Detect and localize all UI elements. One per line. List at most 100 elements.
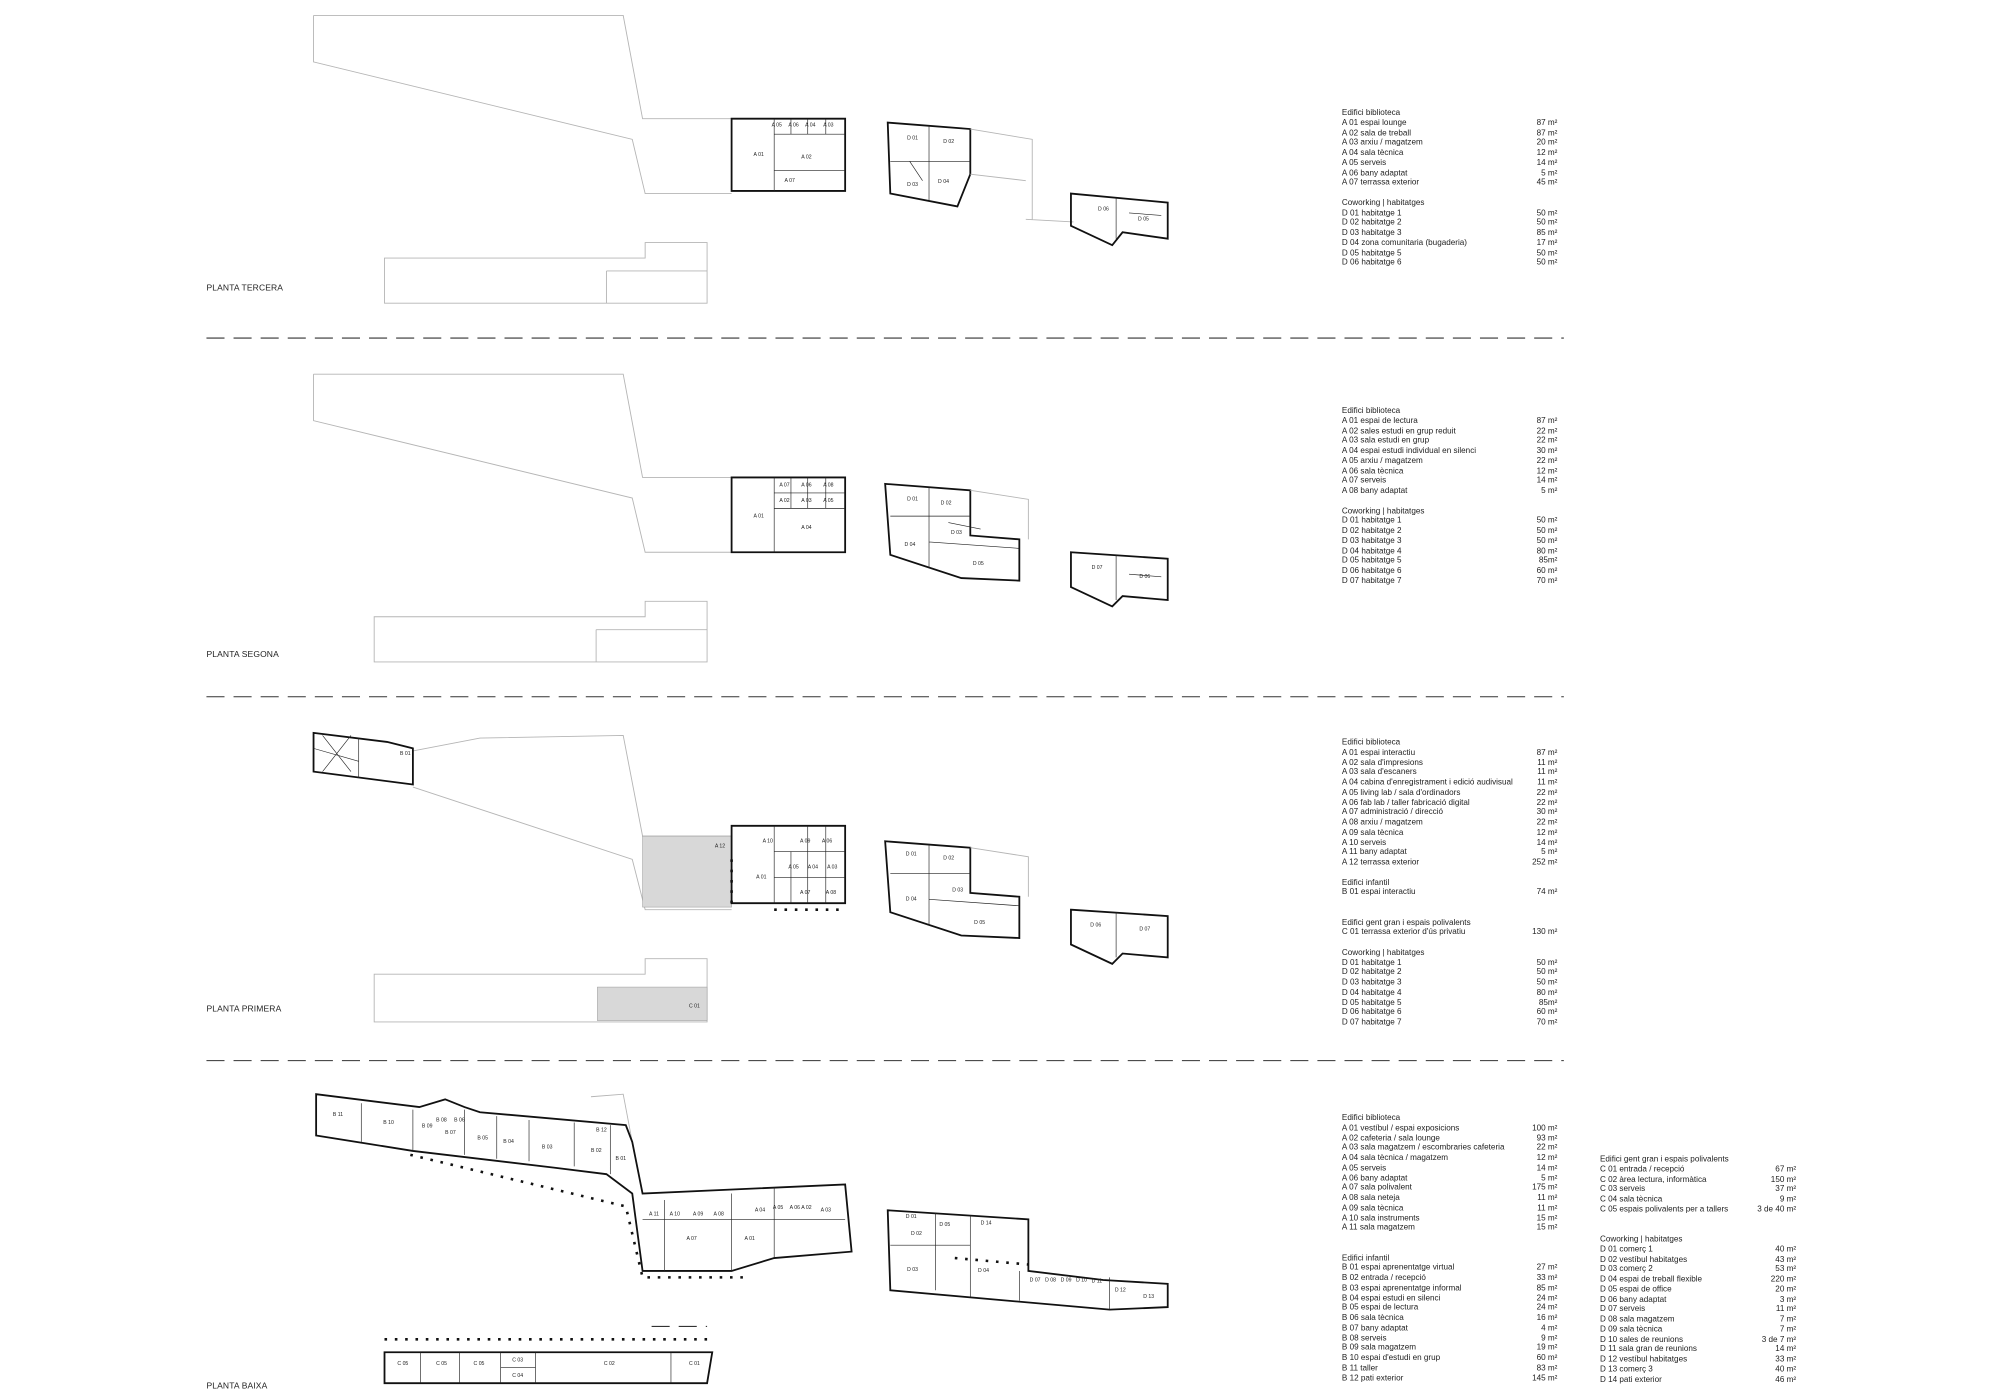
room-label: B 06 [454,1117,465,1123]
room-label: D 12 [1115,1288,1126,1294]
room-area: 50 m² [1536,258,1558,268]
room-label: D 01 [906,851,917,857]
room-label: A 08 [823,482,833,488]
room-area: 15 m² [1536,1223,1558,1233]
room-label: D 14 [981,1220,992,1226]
room-name: D 05 habitatge 5 [1341,556,1402,566]
room-area: 85 m² [1536,228,1558,238]
room-area: 24 m² [1536,1303,1558,1313]
room-name: A 05 serveis [1341,1163,1387,1173]
legend-group-heading: Edifici biblioteca [1341,738,1401,748]
legend-row: A 04 cabina d'enregistrament i edició au… [1342,778,1557,788]
room-area: 17 m² [1536,238,1558,248]
room-label: D 02 [943,139,954,145]
room-area: 22 m² [1536,818,1558,828]
room-area: 67 m² [1775,1164,1797,1174]
legend-row: A 08 arxiu / magatzem 22 m² [1342,818,1557,828]
room-name: A 04 sala tècnica [1341,148,1404,158]
plan-primera [312,731,1169,1023]
room-name: D 07 serveis [1599,1304,1646,1314]
room-name: A 03 sala d'escaners [1341,768,1417,778]
room-label: D 07 [1092,565,1103,571]
room-label: D 02 [941,501,952,507]
room-area: 22 m² [1536,426,1558,436]
legend-row: A 05 serveis 14 m² [1342,158,1557,168]
room-name: B 09 sala magatzem [1341,1343,1416,1353]
room-label: A 10 [763,839,773,845]
room-name: A 07 terrassa exterior [1341,178,1420,188]
room-name: D 03 habitatge 3 [1341,536,1402,546]
legend-row: B 05 espai de lectura 24 m² [1342,1304,1557,1314]
room-label: A 11 [649,1211,659,1217]
room-area: 3 m² [1779,1294,1797,1304]
room-label: A 06 [788,122,798,128]
room-label: A 07 [800,890,810,896]
room-name: D 04 espai de treball flexible [1599,1274,1703,1284]
room-area: 50 m² [1536,978,1558,988]
room-name: C 01 terrassa exterior d'ús privatiu [1341,928,1466,938]
room-name: A 02 cafeteria / sala lounge [1341,1133,1440,1143]
room-name: D 01 habitatge 1 [1341,958,1402,968]
room-area: 20 m² [1775,1284,1797,1294]
room-area: 12 m² [1536,466,1558,476]
room-label: B 03 [542,1144,553,1150]
room-name: B 05 espai de lectura [1341,1303,1419,1313]
room-name: D 02 habitatge 2 [1341,218,1402,228]
plan-tercera [313,15,1169,304]
room-name: A 08 arxiu / magatzem [1341,818,1423,828]
room-label: D 04 [938,179,949,185]
room-name: A 07 administració / direcció [1341,808,1444,818]
room-name: A 07 sala polivalent [1341,1183,1412,1193]
room-area: 252 m² [1532,858,1558,868]
room-area: 50 m² [1536,208,1558,218]
room-label: A 12 [715,844,725,850]
legend-group-heading: Coworking | habitatges [1341,948,1425,958]
room-label: D 08 [1045,1277,1056,1283]
room-label: D 05 [1138,217,1149,223]
room-label: C 01 [689,1004,700,1010]
room-area: 50 m² [1536,526,1558,536]
room-label: D 03 [907,1267,918,1273]
room-label: A 04 [805,122,815,128]
room-area: 14 m² [1536,158,1558,168]
room-name: B 06 sala tècnica [1341,1313,1404,1323]
room-name: A 10 sala instruments [1341,1213,1420,1223]
room-label: C 03 [512,1357,523,1363]
room-area: 130 m² [1532,928,1558,938]
room-label: A 06 [822,839,832,845]
room-label: C 02 [604,1361,615,1367]
room-name: C 01 entrada / recepció [1599,1164,1685,1174]
room-name: A 07 serveis [1341,476,1387,486]
room-label: C 05 [474,1361,485,1367]
room-area: 11 m² [1537,1203,1558,1213]
room-area: 16 m² [1536,1313,1558,1323]
room-label: C 01 [689,1361,700,1367]
room-label: A 01 [754,513,764,519]
room-area: 60 m² [1536,566,1558,576]
room-name: A 05 serveis [1341,158,1387,168]
room-name: D 01 habitatge 1 [1341,516,1402,526]
room-name: D 03 habitatge 3 [1341,978,1402,988]
room-label: D 11 [1092,1279,1103,1285]
room-name: D 03 comerç 2 [1599,1264,1653,1274]
room-label: A 08 [714,1211,724,1217]
room-label: A 01 [745,1236,755,1242]
